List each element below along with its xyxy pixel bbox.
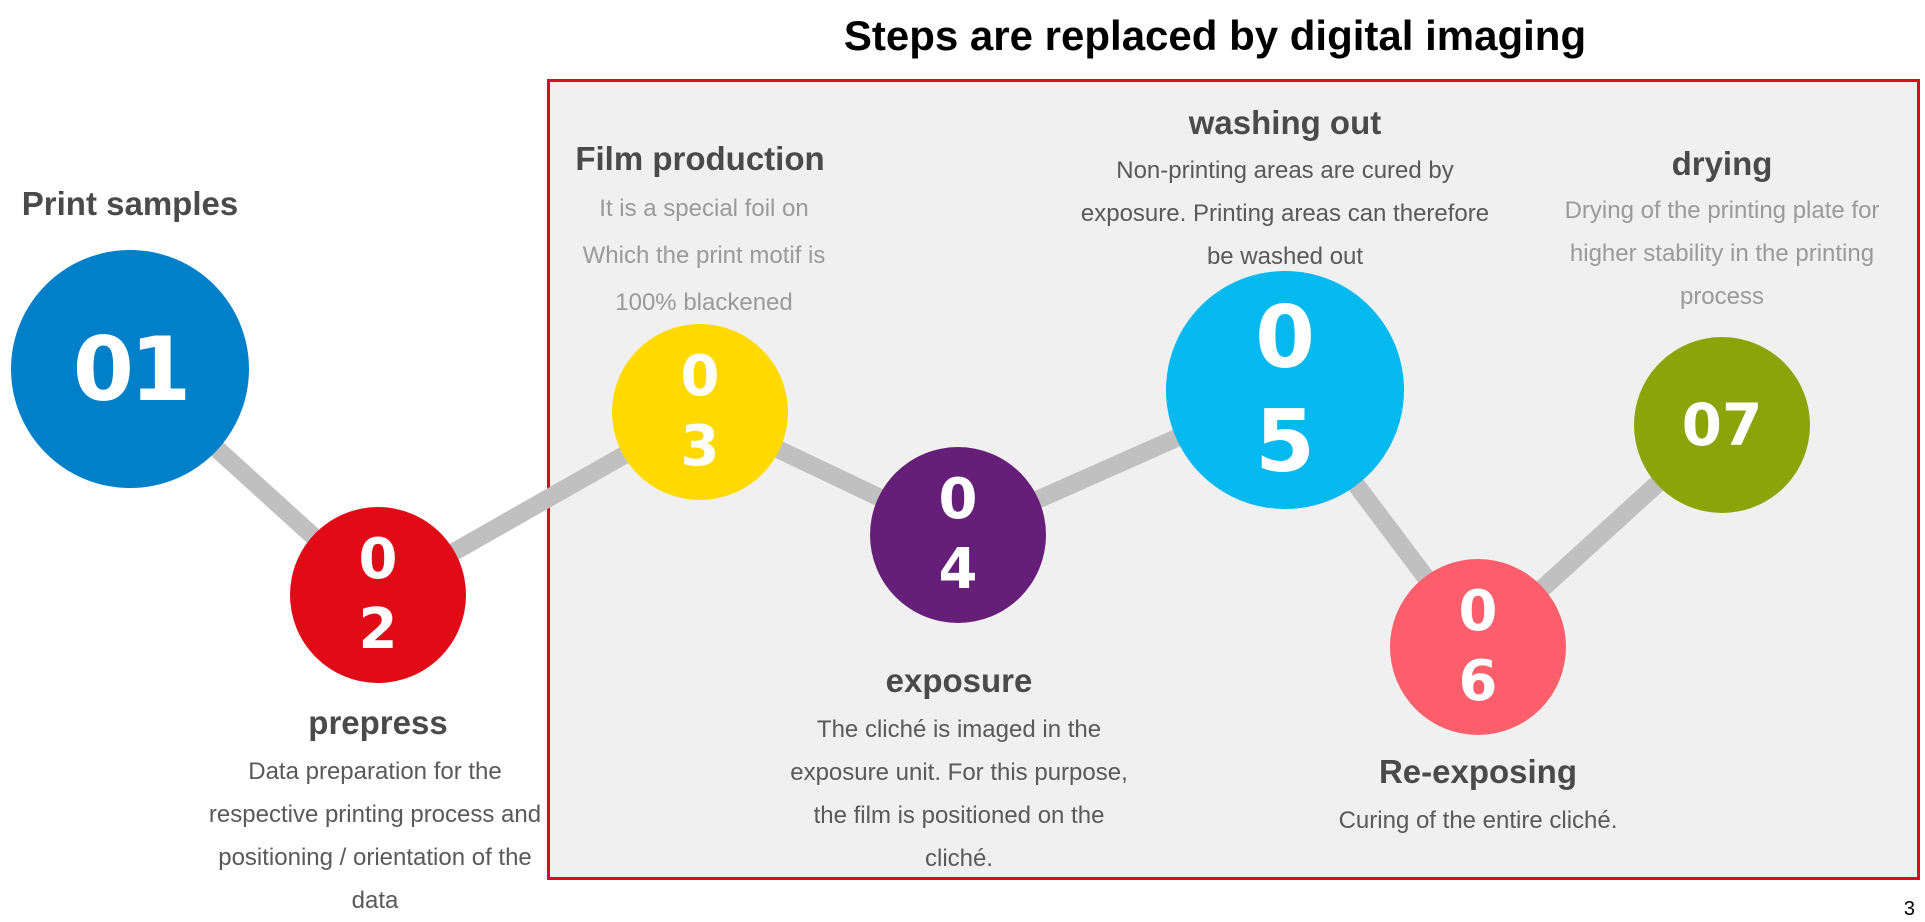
step-07-description: Drying of the printing plate for higher … [1564,197,1880,310]
step-05-description: Non-printing areas are cured by exposure… [1080,157,1490,270]
step-07-number: 07 [1681,391,1763,459]
step-06-circle: 0 6 [1390,559,1566,735]
step-03-circle: 0 3 [612,324,788,500]
page-title: Steps are replaced by digital imaging [843,12,1587,59]
step-06-number: 0 6 [1458,579,1498,714]
step-02-number: 0 2 [358,527,398,662]
step-03-title: Film production [575,140,825,177]
step-03-number: 0 3 [680,344,720,479]
page-number: 3 [1903,898,1915,920]
step-04-number: 0 4 [938,467,978,602]
step-03-description: It is a special foil on Which the print … [582,195,826,316]
step-06-title: Re-exposing [1378,753,1578,790]
step-01-title: Print samples [21,185,239,222]
step-04-circle: 0 4 [870,447,1046,623]
step-02-circle: 0 2 [290,507,466,683]
step-01-number: 01 [72,317,191,421]
step-07-title: drying [1671,145,1773,182]
step-07-circle: 07 [1634,337,1810,513]
step-02-description: Data preparation for the respective prin… [208,758,542,914]
step-05-number: 0 5 [1255,288,1315,492]
step-04-title: exposure [885,662,1033,699]
step-05-circle: 0 5 [1166,271,1404,509]
step-01-circle: 01 [11,250,249,488]
step-05-title: washing out [1188,104,1382,141]
step-02-title: prepress [308,704,448,741]
step-06-description: Curing of the entire cliché. [1338,807,1618,834]
step-04-description: The cliché is imaged in the exposure uni… [790,716,1128,872]
